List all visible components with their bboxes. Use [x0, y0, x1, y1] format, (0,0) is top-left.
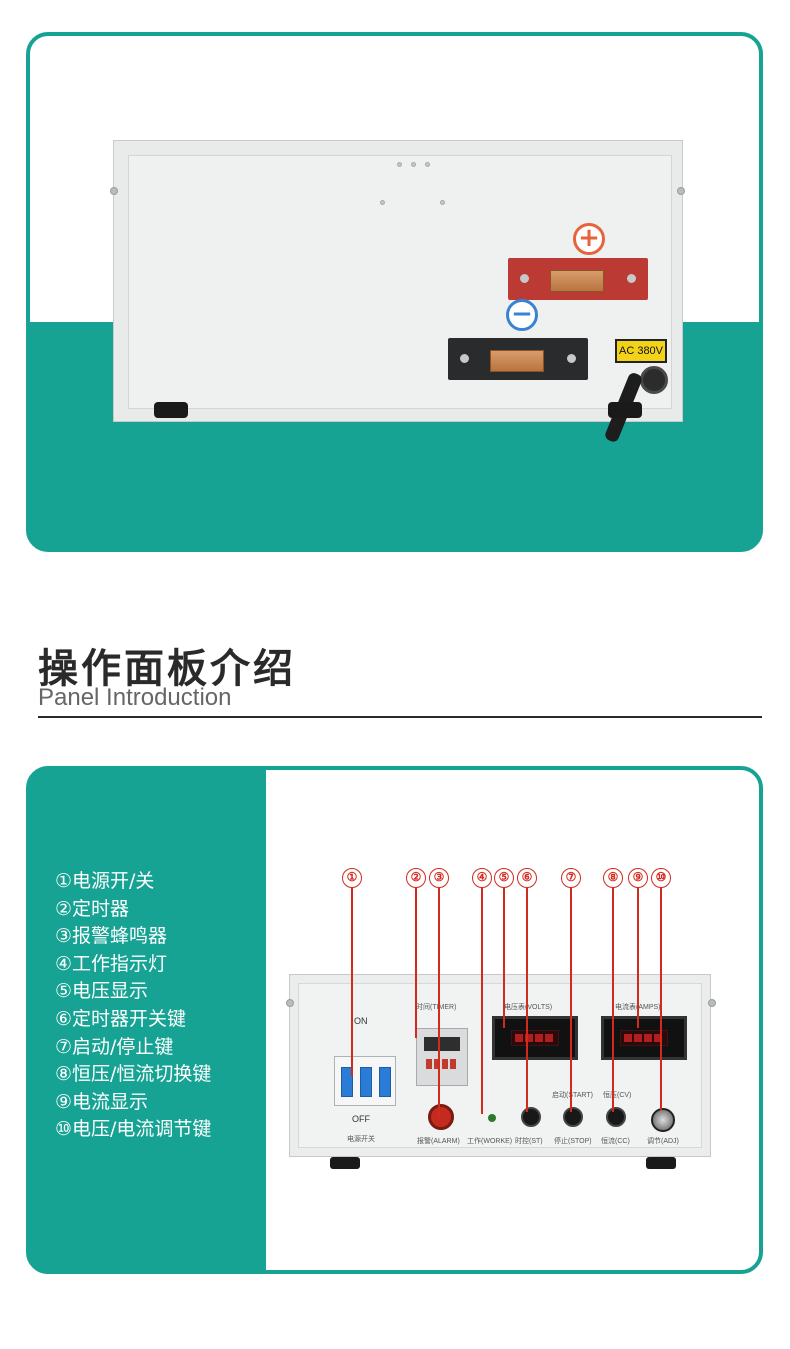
legend-item: ③报警蜂鸣器 [55, 925, 168, 948]
callout-line [612, 888, 614, 1112]
timer-switch-label: 时控(ST) [515, 1138, 543, 1145]
negative-terminal [448, 338, 588, 380]
callout-9: ⑨ [628, 868, 648, 888]
negative-terminal-icon: − [506, 299, 538, 331]
callout-line [660, 888, 662, 1110]
callout-line [570, 888, 572, 1112]
power-switch-label: 电源开关 [347, 1136, 375, 1143]
screw [110, 187, 118, 195]
rear-view-card: + − AC 380V [26, 32, 763, 552]
terminal-screw [567, 354, 576, 363]
legend-item: ①电源开/关 [55, 870, 155, 892]
vent-hole [440, 200, 445, 205]
callout-line [438, 888, 440, 1118]
cc-label: 恒流(CC) [601, 1138, 630, 1145]
timer-label: 时间(TIMER) [416, 1004, 457, 1011]
voltmeter [492, 1016, 578, 1060]
terminal-screw [627, 274, 636, 283]
rubber-foot [608, 402, 642, 418]
cv-label: 恒压(CV) [603, 1092, 632, 1099]
ammeter [601, 1016, 687, 1060]
callout-4: ④ [472, 868, 492, 888]
callout-line [351, 888, 353, 1076]
callout-7: ⑦ [561, 868, 581, 888]
heading-divider [38, 716, 762, 718]
callout-2: ② [406, 868, 426, 888]
positive-terminal-icon: + [573, 223, 605, 255]
ammeter-display [620, 1030, 668, 1046]
legend-item: ④工作指示灯 [55, 952, 168, 975]
breaker-pole [360, 1067, 372, 1097]
callout-line [481, 888, 483, 1114]
alarm-buzzer [428, 1104, 454, 1130]
voltmeter-display [511, 1030, 559, 1046]
callout-8: ⑧ [603, 868, 623, 888]
work-label: 工作(WORKE) [467, 1138, 513, 1145]
section-subtitle: Panel Introduction [38, 684, 232, 711]
ac-voltage-label: AC 380V [615, 339, 667, 363]
panel-intro-card: ①电源开/关 ②定时器 ③报警蜂鸣器 ④工作指示灯 ⑤电压显示 ⑥定时器开关键 … [26, 766, 763, 1274]
alarm-label: 报警(ALARM) [417, 1138, 460, 1145]
legend-item: ⑩电压/电流调节键 [55, 1118, 212, 1141]
on-label: ON [354, 1016, 368, 1026]
legend-list: ①电源开/关 ②定时器 ③报警蜂鸣器 ④工作指示灯 ⑤电压显示 ⑥定时器开关键 … [55, 868, 211, 1144]
timer-dials [426, 1059, 458, 1069]
timer-switch-button [521, 1107, 541, 1127]
breaker-pole [379, 1067, 391, 1097]
positive-terminal [508, 258, 648, 300]
callout-6: ⑥ [517, 868, 537, 888]
legend-item: ⑥定时器开关键 [55, 1007, 187, 1030]
front-panel: ON OFF 电源开关 时间(TIMER) 电压表(VOLTS) 电流表(AMP… [298, 983, 702, 1148]
timer-display [424, 1037, 460, 1051]
section-title: 操作面板介绍 [38, 646, 296, 692]
vent-hole [411, 162, 416, 167]
power-supply-front: ON OFF 电源开关 时间(TIMER) 电压表(VOLTS) 电流表(AMP… [286, 974, 716, 1169]
rubber-foot [646, 1157, 676, 1169]
legend-item: ⑦启动/停止键 [55, 1035, 174, 1058]
callout-line [526, 888, 528, 1112]
timer-module [416, 1028, 468, 1086]
stop-label: 停止(STOP) [554, 1138, 592, 1145]
work-indicator-led [488, 1114, 496, 1122]
start-stop-button [563, 1107, 583, 1127]
off-label: OFF [352, 1114, 370, 1124]
rubber-foot [154, 402, 188, 418]
adjust-knob [651, 1108, 675, 1132]
terminal-screw [460, 354, 469, 363]
rubber-foot [330, 1157, 360, 1169]
breaker-pole [341, 1067, 353, 1097]
callout-3: ③ [429, 868, 449, 888]
copper-busbar [490, 350, 544, 372]
adj-label: 调节(ADJ) [647, 1138, 679, 1145]
legend-item: ⑨电流显示 [55, 1090, 149, 1113]
callout-line [415, 888, 417, 1038]
callout-line [503, 888, 505, 1028]
legend-item: ⑧恒压/恒流切换键 [55, 1063, 212, 1086]
cable-grommet [640, 366, 668, 394]
callout-5: ⑤ [494, 868, 514, 888]
copper-busbar [550, 270, 604, 292]
screw [677, 187, 685, 195]
cv-cc-switch-button [606, 1107, 626, 1127]
start-label: 启动(START) [552, 1092, 593, 1099]
power-switch [334, 1056, 396, 1106]
vent-hole [397, 162, 402, 167]
callout-10: ⑩ [651, 868, 671, 888]
volts-label: 电压表(VOLTS) [504, 1004, 553, 1011]
terminal-screw [520, 274, 529, 283]
vent-hole [380, 200, 385, 205]
callout-line [637, 888, 639, 1028]
legend-item: ⑤电压显示 [55, 980, 149, 1003]
legend-item: ②定时器 [55, 897, 130, 920]
callout-1: ① [342, 868, 362, 888]
screw [286, 999, 294, 1007]
screw [708, 999, 716, 1007]
vent-hole [425, 162, 430, 167]
